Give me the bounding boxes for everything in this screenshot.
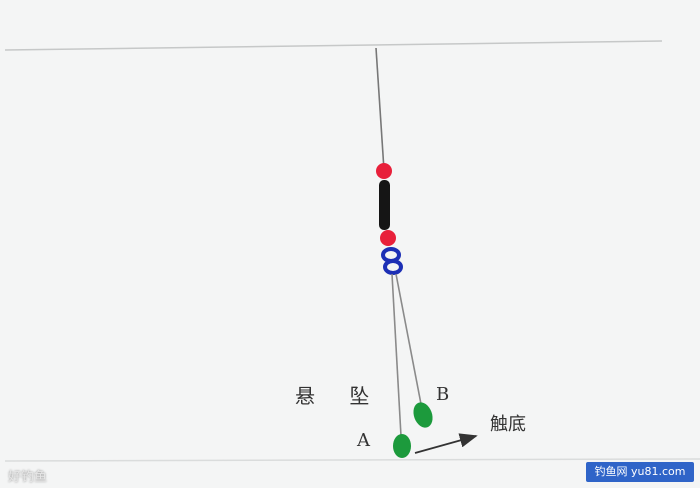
float-body <box>379 180 390 230</box>
sinker-b-label: B <box>436 384 450 405</box>
bottom-line <box>4 458 700 462</box>
watermark-right: 钓鱼网 yu81.com <box>586 462 694 482</box>
line-to-sinker-b <box>395 273 422 405</box>
main-line <box>375 47 385 171</box>
touch-bottom-arrow <box>414 433 478 454</box>
line-to-sinker-a <box>391 273 402 437</box>
sinker-a <box>393 434 411 458</box>
bottom-red-bead <box>380 230 396 246</box>
suspend-sinker-label: 悬 坠 <box>295 384 384 408</box>
watermark-left: 好钓鱼 <box>8 470 48 485</box>
sinker-a-label: A <box>357 430 370 451</box>
top-red-bead <box>376 163 392 179</box>
water-surface-line <box>4 40 663 51</box>
blue-connector <box>381 247 403 275</box>
touch-bottom-label: 触底 <box>490 414 526 435</box>
sinker-b <box>413 402 433 428</box>
